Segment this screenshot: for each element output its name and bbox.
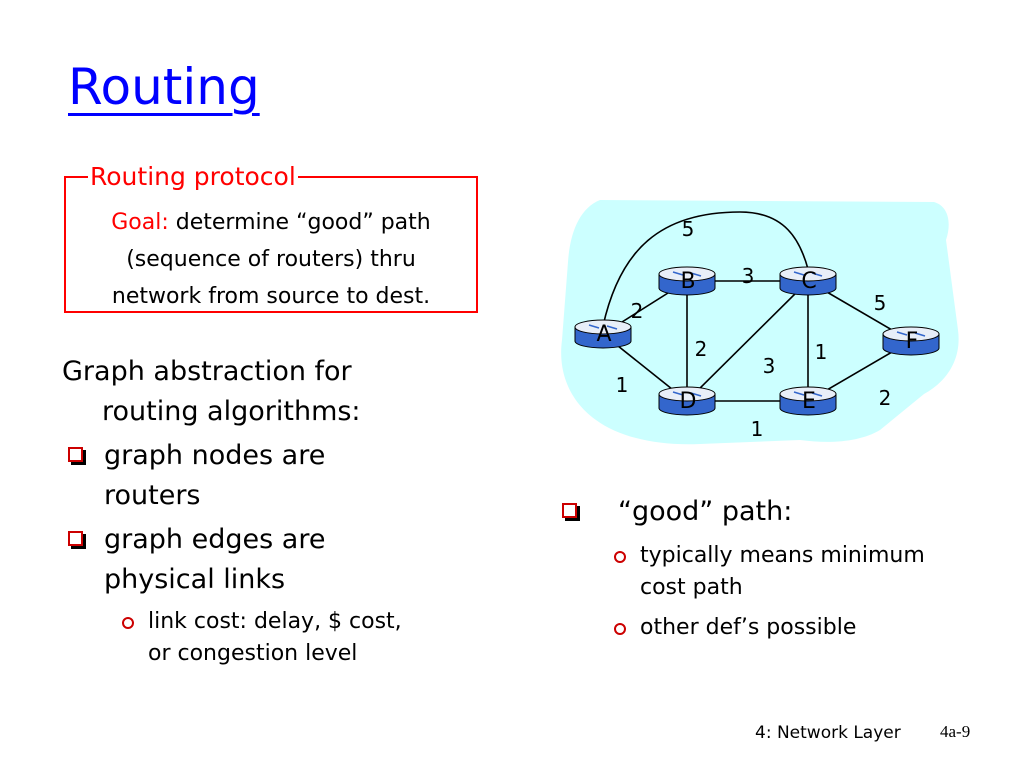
square-bullet-icon [68,531,83,546]
square-bullet-icon [562,503,577,518]
edge-cost-c-e: 1 [815,340,828,364]
square-bullet-icon [68,447,83,462]
slide-title: Routing [68,58,260,116]
edge-cost-a-c: 5 [682,217,695,241]
lead-text: Graph abstraction for routing algorithms… [62,352,482,432]
list-item-nodes: graph nodes are routers [62,436,482,516]
right-sub-1-line-2: cost path [640,575,743,600]
router-node-e: E [779,386,837,416]
footer-page-number: 4a-9 [940,722,971,741]
ring-bullet-icon [614,623,626,635]
sub-item-link-cost: link cost: delay, $ cost, or congestion … [62,606,482,670]
edge-cost-c-f: 5 [874,291,887,315]
edge-cost-d-e: 1 [751,417,764,441]
edge-cost-a-d: 1 [616,373,629,397]
goal-line-2: (sequence of routers) thru [126,247,416,272]
router-node-b: B [658,266,716,296]
router-label-c: C [801,269,816,294]
router-label-b: B [680,269,695,294]
network-cloud [561,200,959,445]
edge-cost-a-b: 2 [631,299,644,323]
goal-line-3: network from source to dest. [111,284,431,309]
list-item-good-path: “good” path: [556,492,996,532]
router-label-f: F [906,329,919,354]
routing-protocol-legend: Routing protocol [88,160,298,194]
bullet-1-line-1: graph nodes are [104,440,326,471]
sub-item-other-defs: other def’s possible [556,612,996,644]
router-label-d: D [680,389,697,414]
edge-cost-e-f: 2 [879,386,892,410]
ring-bullet-icon [614,551,626,563]
router-node-c: C [779,266,837,296]
edge-cost-b-d: 2 [695,337,708,361]
bullet-1-line-2: routers [104,480,201,511]
sub-item-minimum-cost: typically means minimum cost path [556,540,996,604]
good-path-list: “good” path: typically means minimum cos… [556,488,996,644]
bullet-2-line-2: physical links [104,564,286,595]
router-label-e: E [802,389,816,414]
costs-layer: 2 1 5 3 2 3 1 5 1 2 [616,217,892,441]
lead-line-2: routing algorithms: [102,396,361,427]
nodes-layer: A B C D E F [574,266,940,416]
footer-chapter: 4: Network Layer [755,723,901,743]
right-bullet-1: “good” path: [618,496,793,527]
lead-line-1: Graph abstraction for [62,356,352,387]
edge-c-d [686,280,809,402]
goal-line-1-text: determine “good” path [175,210,431,235]
list-item-edges: graph edges are physical links [62,520,482,600]
goal-label: Goal: [111,210,169,235]
router-node-d: D [658,386,716,416]
goal-text: Goal: determine “good” path (sequence of… [66,204,476,315]
sub-1-line-2: or congestion level [148,641,358,666]
ring-bullet-icon [122,617,134,629]
graph-abstraction-list: Graph abstraction for routing algorithms… [62,352,482,670]
right-sub-1-line-1: typically means minimum [640,543,925,568]
edge-cost-c-d: 3 [763,354,776,378]
edge-a-c [602,211,809,327]
goal-line-1: Goal: determine “good” path [66,204,476,241]
bullet-2-line-1: graph edges are [104,524,326,555]
router-node-f: F [882,326,940,356]
edge-cost-b-c: 3 [742,264,755,288]
router-label-a: A [596,322,611,347]
right-sub-2: other def’s possible [640,615,857,640]
router-node-a: A [574,319,632,349]
sub-1-line-1: link cost: delay, $ cost, [148,609,402,634]
